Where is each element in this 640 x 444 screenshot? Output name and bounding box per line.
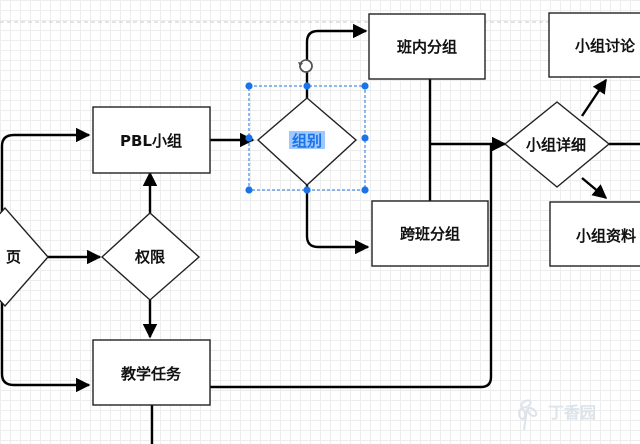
connector-home-to-pbl	[0, 127, 91, 218]
watermark-text: 丁香园	[548, 403, 596, 422]
resize-handle-top-left[interactable]	[245, 82, 253, 90]
node-group-material-label: 小组资料	[576, 227, 636, 245]
node-pbl-group-label: PBL小组	[120, 132, 182, 150]
selected-label-highlight	[289, 131, 325, 149]
connectors	[0, 23, 640, 444]
node-grouping[interactable]: 组别	[256, 97, 358, 186]
resize-handle-bottom-right[interactable]	[361, 186, 369, 194]
node-in-class-group[interactable]: 班内分组	[368, 13, 486, 80]
watermark-logo-icon	[517, 399, 538, 431]
connector-detail-to-discussion	[581, 78, 607, 117]
node-permission[interactable]: 权限	[100, 212, 201, 301]
node-group-discussion-label: 小组讨论	[575, 37, 636, 55]
node-group-detail[interactable]: 小组详细	[503, 101, 611, 188]
node-group-detail-label: 小组详细	[526, 136, 586, 154]
resize-handle-bottom[interactable]	[303, 186, 311, 194]
node-teaching-task[interactable]: 教学任务	[92, 339, 211, 406]
resize-handle-bottom-left[interactable]	[245, 186, 253, 194]
connector-teaching-task-to-detail	[210, 144, 493, 389]
node-teaching-task-label: 教学任务	[120, 365, 182, 383]
node-cross-class-group[interactable]: 跨班分组	[371, 200, 489, 267]
connector-grouping-to-cross-class	[305, 185, 370, 255]
node-group-discussion[interactable]: 小组讨论	[548, 12, 640, 78]
node-home-label: 页	[6, 248, 21, 266]
node-pbl-group[interactable]: PBL小组	[92, 106, 211, 174]
resize-handle-left[interactable]	[245, 134, 253, 142]
resize-handle-top-right[interactable]	[361, 82, 369, 90]
selection-overlay[interactable]	[245, 59, 369, 194]
node-cross-class-group-label: 跨班分组	[400, 225, 460, 243]
node-permission-label: 权限	[134, 248, 165, 266]
resize-handle-top[interactable]	[303, 82, 311, 90]
connector-home-to-teaching-task	[0, 295, 91, 393]
connector-detail-to-material	[581, 177, 608, 199]
rotate-handle-icon[interactable]	[298, 59, 313, 73]
watermark: 丁香园	[517, 399, 596, 431]
node-home[interactable]: 页	[0, 206, 49, 308]
node-grouping-label: 组别	[292, 132, 322, 150]
node-group-material[interactable]: 小组资料	[549, 201, 640, 267]
resize-handle-right[interactable]	[361, 134, 369, 142]
node-in-class-group-label: 班内分组	[397, 38, 457, 56]
connector-grouping-to-in-class	[305, 23, 368, 98]
